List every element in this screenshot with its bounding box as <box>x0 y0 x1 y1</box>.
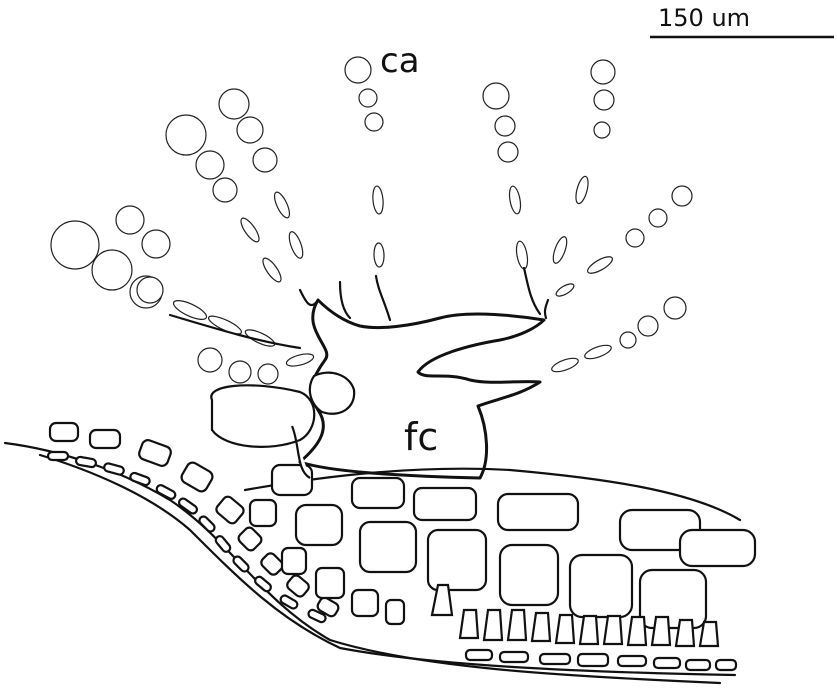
carpospore-label: ca <box>380 44 420 78</box>
fusion-cell-label: fc <box>404 418 438 456</box>
carpospore-chains <box>51 57 692 384</box>
scale-bar-label: 150 um <box>658 6 750 30</box>
